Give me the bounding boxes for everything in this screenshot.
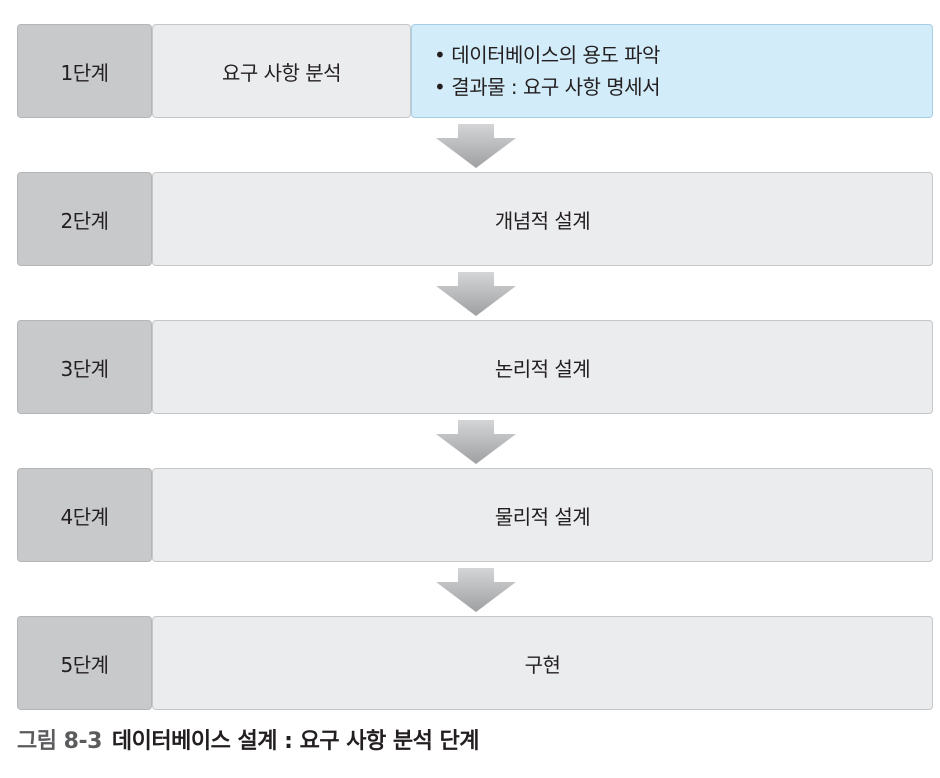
down-arrow-icon [436, 420, 516, 464]
stage-step-box: 요구 사항 분석 [152, 24, 411, 118]
down-arrow-icon [436, 272, 516, 316]
down-arrow-icon [436, 568, 516, 612]
detail-text: 결과물 : 요구 사항 명세서 [451, 75, 660, 99]
bullet-marker: • [434, 75, 446, 99]
stage-label-box: 1단계 [17, 24, 152, 118]
stage-label-box: 3단계 [17, 320, 152, 414]
detail-text: 데이터베이스의 용도 파악 [451, 43, 660, 67]
stage-detail-box: • 데이터베이스의 용도 파악 • 결과물 : 요구 사항 명세서 [411, 24, 933, 118]
stage-step-name: 요구 사항 분석 [221, 60, 342, 85]
stage-row-1: 1단계 요구 사항 분석 • 데이터베이스의 용도 파악 • 결과물 : 요구 … [17, 24, 933, 118]
stage-label-box: 5단계 [17, 616, 152, 710]
stage-step-name: 개념적 설계 [494, 208, 591, 233]
stage-row-3: 3단계 논리적 설계 [17, 320, 933, 414]
stage-label: 1단계 [60, 60, 109, 85]
stage-label: 5단계 [60, 652, 109, 677]
stage-row-5: 5단계 구현 [17, 616, 933, 710]
stage-step-name: 물리적 설계 [494, 504, 591, 529]
stage-row-2: 2단계 개념적 설계 [17, 172, 933, 266]
figure-title: 데이터베이스 설계 : 요구 사항 분석 단계 [111, 729, 480, 754]
detail-item: • 데이터베이스의 용도 파악 [434, 39, 932, 71]
figure-caption: 그림 8-3 데이터베이스 설계 : 요구 사항 분석 단계 [17, 723, 480, 755]
stage-step-box: 구현 [152, 616, 933, 710]
stage-label-box: 2단계 [17, 172, 152, 266]
stage-label-box: 4단계 [17, 468, 152, 562]
stage-step-name: 논리적 설계 [494, 356, 591, 381]
stage-label: 4단계 [60, 504, 109, 529]
bullet-marker: • [434, 43, 446, 67]
detail-item: • 결과물 : 요구 사항 명세서 [434, 71, 932, 103]
stage-label: 2단계 [60, 208, 109, 233]
stage-step-box: 논리적 설계 [152, 320, 933, 414]
stage-row-4: 4단계 물리적 설계 [17, 468, 933, 562]
stage-step-box: 물리적 설계 [152, 468, 933, 562]
stage-step-box: 개념적 설계 [152, 172, 933, 266]
down-arrow-icon [436, 124, 516, 168]
stage-label: 3단계 [60, 356, 109, 381]
figure-number: 그림 8-3 [17, 729, 102, 754]
stage-step-name: 구현 [524, 652, 561, 677]
